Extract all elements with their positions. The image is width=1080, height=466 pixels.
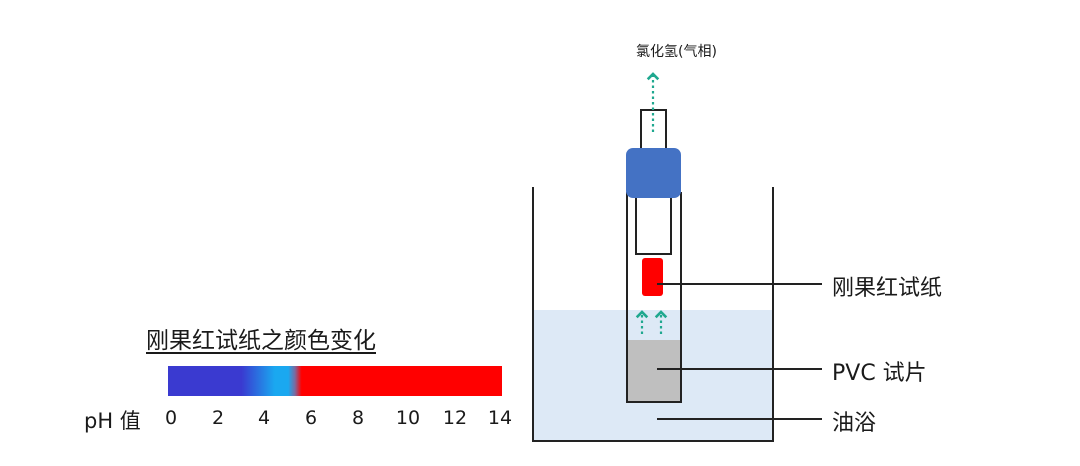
beaker [532, 187, 774, 442]
ph-tick-6: 6 [304, 407, 318, 429]
ph-tick-0: 0 [164, 407, 178, 429]
ph-tick-14: 14 [487, 407, 513, 429]
scale-title: 刚果红试纸之颜色变化 [146, 328, 376, 354]
blue-stopper [626, 148, 681, 198]
ph-color-bar [168, 366, 502, 396]
ph-tick-2: 2 [211, 407, 225, 429]
ph-tick-4: 4 [257, 407, 271, 429]
ph-axis-label: pH 值 [84, 409, 141, 433]
gas-phase-label: 氯化氢(气相) [636, 44, 717, 60]
pvc-sample [628, 340, 680, 401]
ph-tick-12: 12 [442, 407, 468, 429]
annotation-oil-bath: 油浴 [832, 411, 877, 436]
congo-red-test-paper [642, 258, 663, 296]
annotation-test-paper: 刚果红试纸 [832, 276, 943, 301]
test-tube [626, 192, 682, 403]
annotation-pvc-sample: PVC 试片 [832, 361, 927, 386]
ph-tick-10: 10 [395, 407, 421, 429]
ph-tick-8: 8 [351, 407, 365, 429]
inner-glass-tube [635, 192, 672, 255]
